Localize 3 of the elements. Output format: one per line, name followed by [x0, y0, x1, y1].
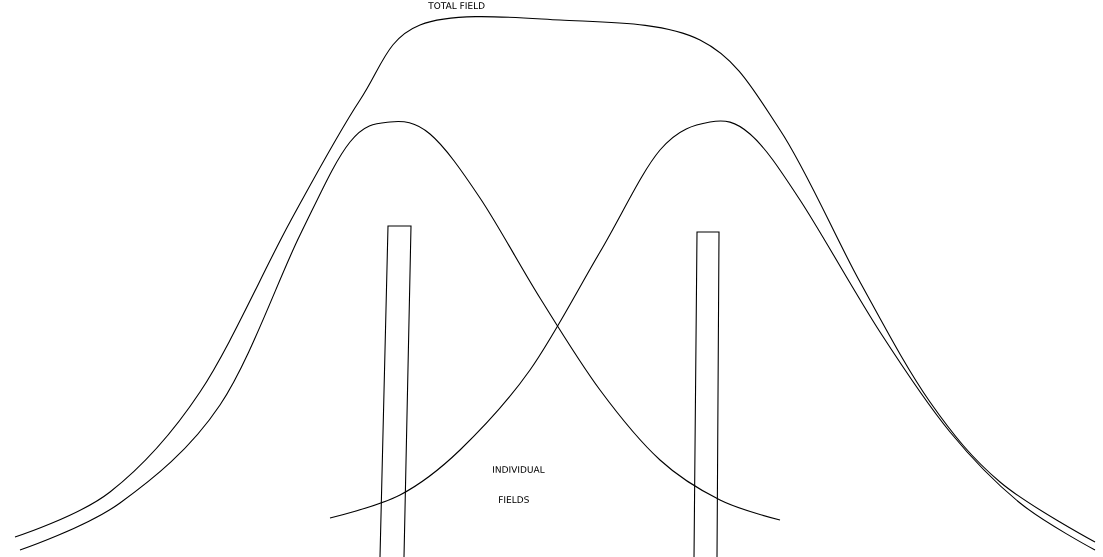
field-label: INDIVIDUAL [493, 466, 545, 473]
field-label: TOTAL FIELD [428, 2, 485, 9]
field-label: FIELDS [499, 496, 529, 503]
